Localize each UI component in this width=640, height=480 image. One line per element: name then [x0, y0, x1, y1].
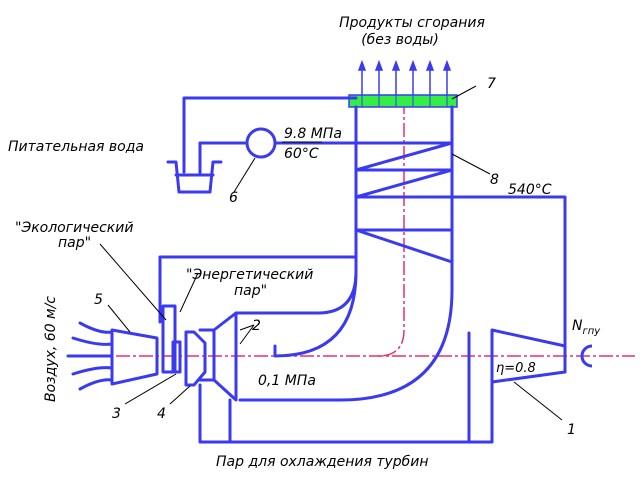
catalyst-grid	[361, 95, 448, 107]
turbine-inlet	[212, 311, 238, 402]
pressure-high-label: 9.8 МПа	[284, 126, 342, 142]
cooling-label: Пар для охлаждения турбин	[216, 454, 429, 470]
callout-5: 5	[94, 292, 103, 308]
callout-6: 6	[229, 190, 238, 206]
power-turbine	[490, 328, 567, 384]
callout-8: 8	[490, 172, 499, 188]
eco-steam-label-1: "Экологический	[15, 220, 133, 236]
callout-3: 3	[112, 406, 121, 422]
cooling-steam-line	[198, 331, 494, 444]
callout-4: 4	[157, 406, 166, 422]
feed-water-tank	[166, 160, 223, 194]
power-symbol: N	[572, 318, 583, 334]
efficiency-label: η=0.8	[496, 361, 536, 376]
eco-steam-line	[158, 255, 358, 324]
inlet-flange	[198, 328, 216, 382]
pressure-low-label: 0,1 МПа	[258, 373, 316, 389]
mixer-block	[161, 304, 177, 374]
callout-2: 2	[252, 318, 261, 334]
power-subscript: гпу	[582, 326, 601, 337]
injector	[171, 340, 182, 374]
generator-arc	[580, 344, 593, 368]
power-label: Nгпу	[572, 318, 601, 337]
duct-top-wall	[234, 270, 358, 315]
steam-line-540	[450, 195, 567, 374]
vertical-axis	[377, 100, 405, 357]
leader-lines	[99, 85, 563, 421]
temp-feed-label: 60°C	[284, 146, 319, 162]
air-intake-arrows	[66, 321, 114, 391]
boiler-right-wall	[238, 105, 454, 402]
subtitle-label: (без воды)	[361, 32, 439, 48]
temp-steam-label: 540°C	[508, 182, 552, 198]
feed-water-label: Питательная вода	[8, 139, 144, 155]
heat-exchanger-coil	[354, 141, 454, 264]
title-label: Продукты сгорания	[339, 15, 485, 31]
exhaust-arrows	[357, 59, 452, 95]
catalyst-block	[348, 94, 458, 108]
energy-steam-label-1: "Энергетический	[186, 267, 313, 283]
feed-water-pipe	[182, 96, 358, 174]
eco-steam-label-2: пар"	[58, 235, 91, 251]
combustor	[184, 330, 207, 387]
callout-7: 7	[487, 76, 496, 92]
compressor	[110, 328, 159, 386]
energy-steam-label-2: пар"	[234, 283, 267, 299]
air-label: Воздух, 60 м/с	[43, 296, 59, 402]
feed-pump	[245, 127, 277, 159]
callout-1: 1	[567, 422, 576, 438]
